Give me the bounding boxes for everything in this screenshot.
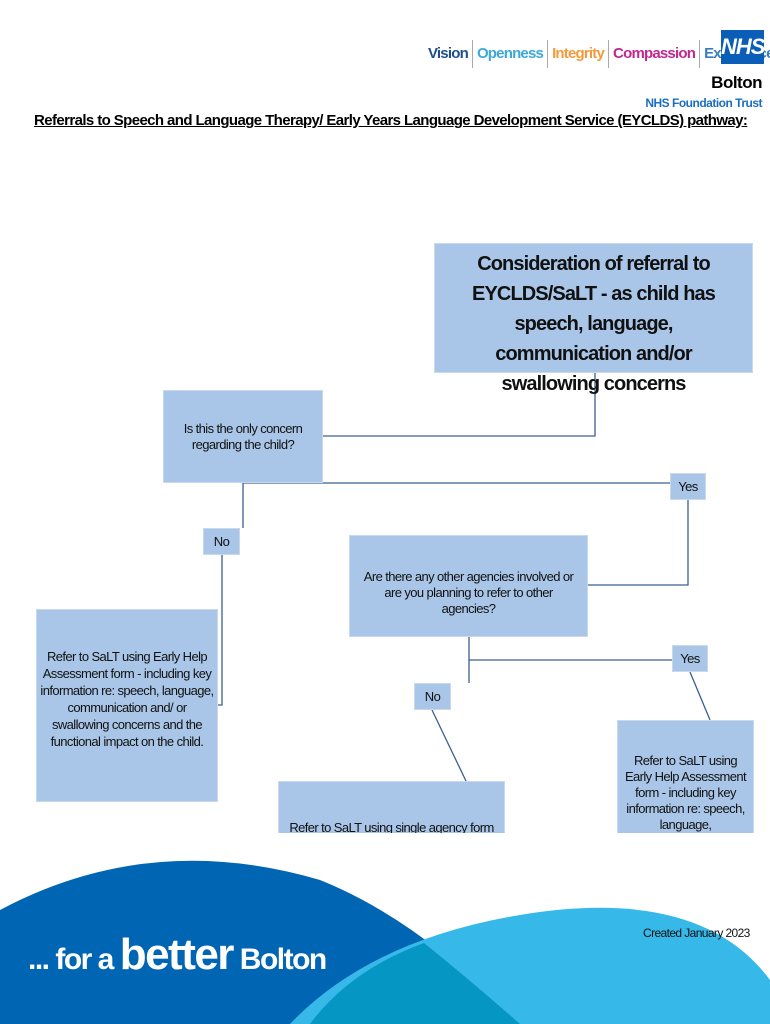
tagline-pre: ... for a (28, 943, 120, 976)
org-name: Bolton (711, 73, 762, 92)
pathway-flowchart: Consideration of referral to EYCLDS/SaLT… (36, 243, 754, 833)
agencies-box: Are there any other agencies involved or… (349, 535, 588, 637)
no-label-2: No (414, 683, 451, 710)
no-label-1: No (203, 528, 240, 555)
tagline-post: Bolton (232, 943, 327, 976)
refer-single-agency-box: Refer to SaLT using single agency form a… (278, 781, 505, 833)
footer-banner (0, 860, 770, 1024)
connector-lines (218, 373, 711, 782)
created-date: Created January 2023 (643, 926, 750, 940)
nhs-logo: NHS (721, 30, 765, 64)
yes-label-2: Yes (672, 645, 708, 672)
tagline-bold: better (119, 930, 235, 979)
consideration-box: Consideration of referral to EYCLDS/SaLT… (434, 243, 753, 395)
value-openness: Openness (473, 40, 549, 68)
page-title: Referrals to Speech and Language Therapy… (34, 112, 748, 129)
value-integrity: Integrity (548, 40, 610, 68)
only-concern-box: Is this the only concern regarding the c… (163, 390, 323, 483)
value-compassion: Compassion (609, 40, 701, 68)
yes-label-1: Yes (670, 473, 706, 500)
value-vision: Vision (424, 40, 473, 68)
refer-early-help-box: Refer to SaLT using Early Help Assessmen… (36, 609, 218, 802)
refer-early-help-box-2: Refer to SaLT using Early Help Assessmen… (617, 720, 754, 833)
trust-name: NHS Foundation Trust (645, 96, 762, 110)
footer-tagline: ... for a better Bolton (28, 930, 327, 980)
